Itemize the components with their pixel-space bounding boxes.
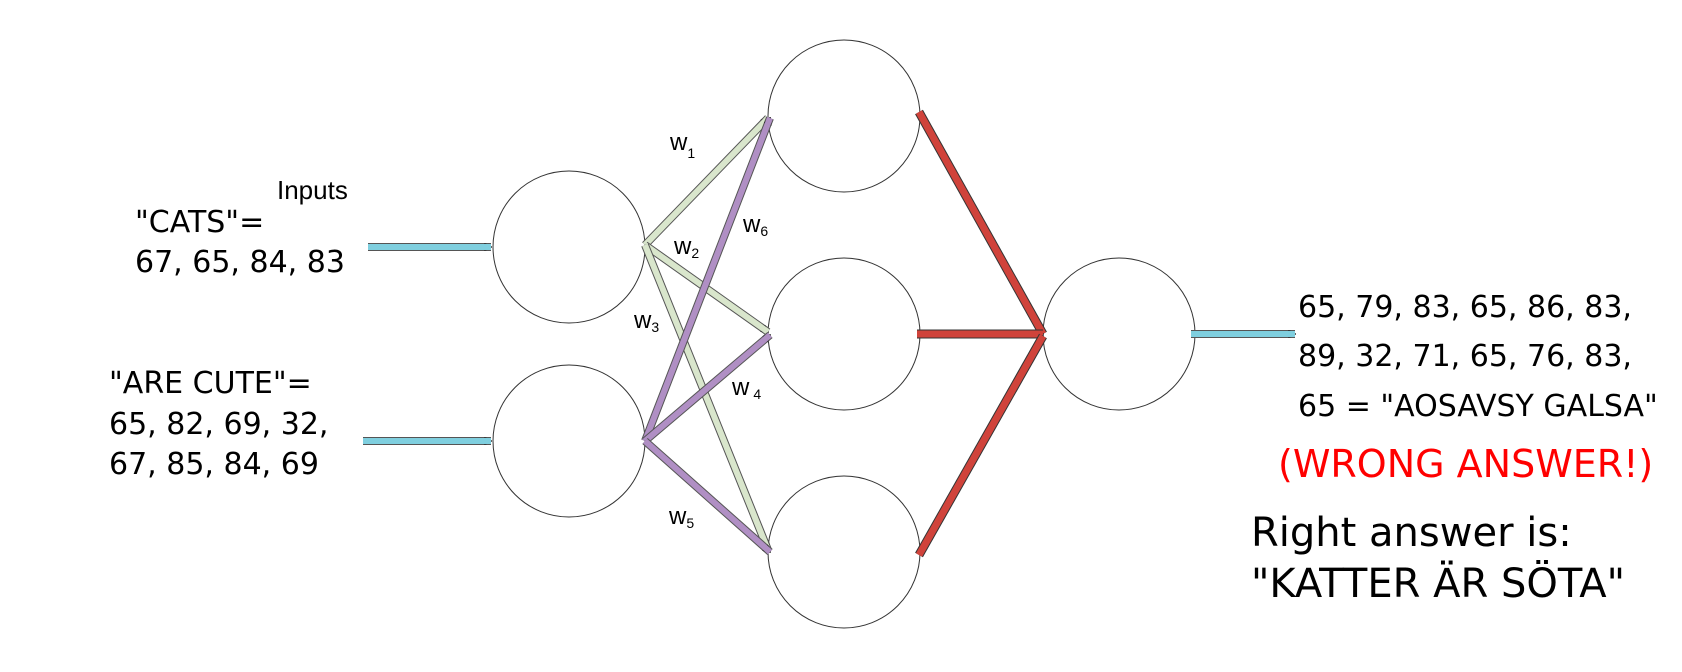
input1-line1: "CATS"=	[135, 205, 264, 240]
edge-w4-fill	[643, 332, 772, 444]
edges-from-input-1	[641, 115, 772, 552]
output-line2: 89, 32, 71, 65, 76, 83,	[1298, 339, 1632, 374]
output-line1: 65, 79, 83, 65, 86, 83,	[1298, 290, 1632, 325]
output-line3: 65 = "AOSAVSY GALSA"	[1298, 389, 1658, 424]
input2-line2: 65, 82, 69, 32,	[109, 407, 328, 442]
input1-line2: 67, 65, 84, 83	[135, 245, 345, 280]
input-arrows	[363, 243, 491, 445]
edge-w5-fill	[643, 438, 772, 555]
edge-h3-out-fill	[915, 334, 1047, 557]
weight-label-w3: w3	[633, 307, 659, 335]
edge-w1-fill	[642, 115, 771, 248]
output-neuron	[1042, 257, 1196, 411]
right-answer-line1: Right answer is:	[1251, 510, 1572, 556]
edges-hidden-to-output	[915, 109, 1047, 558]
right-answer-line2: "KATTER ÄR SÖTA"	[1251, 559, 1625, 607]
hidden-neuron-2	[767, 257, 921, 411]
edges-from-input-2	[641, 116, 774, 555]
weight-label-w5: w5	[668, 503, 694, 531]
weight-label-w6: w6	[742, 211, 768, 239]
inputs-label: Inputs	[277, 175, 348, 205]
input-neuron-1	[492, 170, 646, 324]
neurons	[492, 39, 1196, 629]
wrong-answer-label: (WRONG ANSWER!)	[1278, 442, 1653, 486]
hidden-neuron-3	[767, 475, 921, 629]
edge-w6-fill	[642, 116, 773, 443]
edge-w3-fill	[642, 243, 771, 552]
hidden-neuron-1	[767, 39, 921, 193]
weight-label-w1: w1	[669, 129, 695, 161]
input2-line3: 67, 85, 84, 69	[109, 447, 319, 482]
input2-line1: "ARE CUTE"=	[109, 366, 312, 401]
input-neuron-2	[492, 364, 646, 518]
edge-h1-out-fill	[915, 110, 1047, 336]
weight-label-w2: w2	[673, 233, 699, 261]
